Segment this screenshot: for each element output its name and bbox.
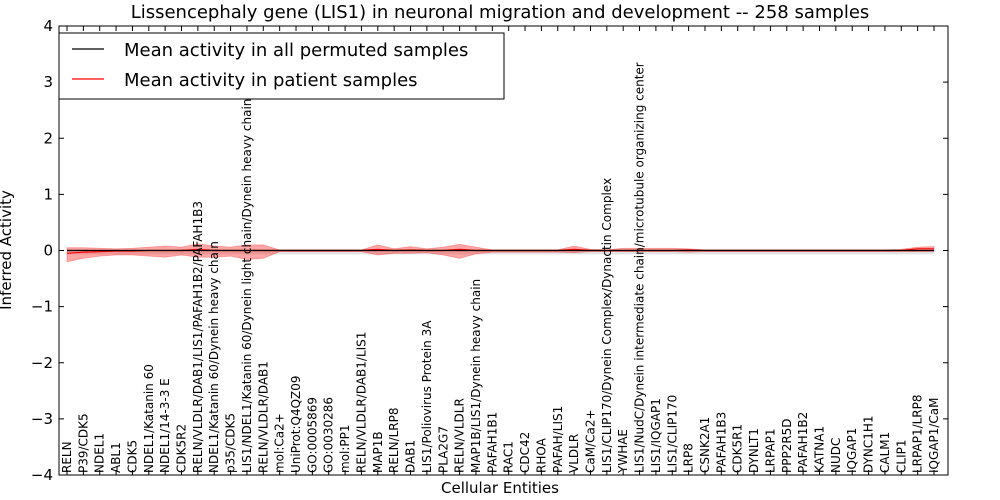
- entity-label: RELN/LRP8: [387, 407, 401, 473]
- entity-label: RELN/VLDLR/DAB1/LIS1: [354, 332, 368, 473]
- entity-label: CSNK2A1: [698, 417, 712, 473]
- legend-label-permuted: Mean activity in all permuted samples: [124, 40, 468, 61]
- y-axis-ticks: −4 −3 −2 −1 0 1 2 3 4: [31, 17, 948, 484]
- entity-label: PAFAH1B1: [485, 412, 499, 473]
- y-tick-label: 0: [43, 242, 53, 260]
- entity-label: MAP1B/LIS1/Dynein heavy chain: [469, 279, 483, 473]
- entity-label: LRP8: [682, 443, 696, 473]
- y-tick-label: −3: [31, 410, 53, 428]
- entity-label: CaM/Ca2+: [583, 409, 597, 473]
- entity-label: LRPAP1/LRP8: [911, 394, 925, 473]
- entity-label: RELN/VLDLR/DAB1: [256, 361, 270, 473]
- entity-label: LRPAP1: [763, 428, 777, 473]
- entity-label: LIS1/Poliovirus Protein 3A: [420, 320, 434, 473]
- entity-label: MAP1B: [371, 431, 385, 473]
- entity-label: GO:0005869: [305, 397, 319, 473]
- entity-label: NUDC: [829, 438, 843, 473]
- legend: Mean activity in all permuted samples Me…: [58, 32, 505, 100]
- entity-label: LIS1/CLIP170/Dynein Complex/Dynactin Com…: [600, 178, 614, 473]
- entity-label: P39/CDK5: [76, 413, 90, 473]
- legend-label-patient: Mean activity in patient samples: [124, 70, 418, 91]
- chart-title: Lissencephaly gene (LIS1) in neuronal mi…: [131, 2, 870, 23]
- entity-label: PLA2G7: [436, 426, 450, 473]
- entity-label: DAB1: [404, 440, 418, 473]
- entity-label: ABL1: [109, 442, 123, 473]
- entity-label: CLIP1: [894, 440, 908, 473]
- entity-label: PAFAH1B3: [714, 412, 728, 473]
- y-tick-label: −4: [31, 466, 53, 484]
- entity-label: RELN/VLDLR: [453, 398, 467, 473]
- y-tick-label: 1: [43, 185, 53, 203]
- y-axis-label: Inferred Activity: [0, 190, 15, 310]
- entity-label: RELN: [60, 441, 74, 473]
- entity-label: p35/CDK5: [224, 413, 238, 473]
- entity-label: LIS1/CLIP170: [665, 395, 679, 473]
- y-tick-label: −2: [31, 354, 53, 372]
- y-tick-label: 2: [43, 129, 53, 147]
- entity-label: PPP2R5D: [780, 418, 794, 473]
- entity-label: CDK5: [125, 440, 139, 473]
- entity-label: CDC42: [518, 432, 532, 473]
- y-tick-label: −1: [31, 298, 53, 316]
- entity-label: LIS1/IQGAP1: [649, 398, 663, 473]
- entity-label: RAC1: [502, 441, 516, 473]
- series-lines: [66, 248, 934, 254]
- entity-label: NDEL1/Katanin 60/Dynein heavy chain: [207, 241, 221, 473]
- entity-label: LIS1/NDEL1/Katanin 60/Dynein light chain…: [240, 99, 254, 473]
- entity-label: DYNLT1: [747, 428, 761, 473]
- entity-label: NDEL1/Katanin 60: [142, 364, 156, 473]
- entity-label: RHOA: [534, 437, 548, 473]
- y-tick-label: 4: [43, 17, 53, 35]
- entity-label: YWHAE: [616, 429, 630, 474]
- entity-label: NDEL1/14-3-3 E: [158, 378, 172, 473]
- entity-label: PAFAH/LIS1: [551, 406, 565, 473]
- entity-label: UniProt:Q4QZ09: [289, 375, 303, 473]
- entity-label: IQGAP1: [845, 428, 859, 473]
- entity-label: NDEL1: [93, 433, 107, 473]
- entity-label: PAFAH1B2: [796, 412, 810, 473]
- entity-label: CALM1: [878, 432, 892, 473]
- entity-label: IQGAP1/CaM: [927, 398, 941, 474]
- entity-label: GO:0030286: [322, 397, 336, 473]
- entity-label: VLDLR: [567, 434, 581, 473]
- entity-label: KATNA1: [812, 426, 826, 473]
- entity-label: LIS1/NudC/Dynein intermediate chain/micr…: [633, 62, 647, 473]
- entity-label: CDK5R1: [731, 424, 745, 473]
- entity-label: RELN/VLDLR/DAB1/LIS1/PAFAH1B2/PAFAH1B3: [191, 201, 205, 473]
- x-axis-label: Cellular Entities: [441, 479, 559, 497]
- y-tick-label: 3: [43, 73, 53, 91]
- entity-label: mol:PP1: [338, 424, 352, 473]
- entity-label: mol:Ca2+: [273, 413, 287, 473]
- entity-label: DYNC1H1: [862, 415, 876, 473]
- legend-box: [58, 32, 505, 100]
- entity-label: CDK5R2: [175, 424, 189, 473]
